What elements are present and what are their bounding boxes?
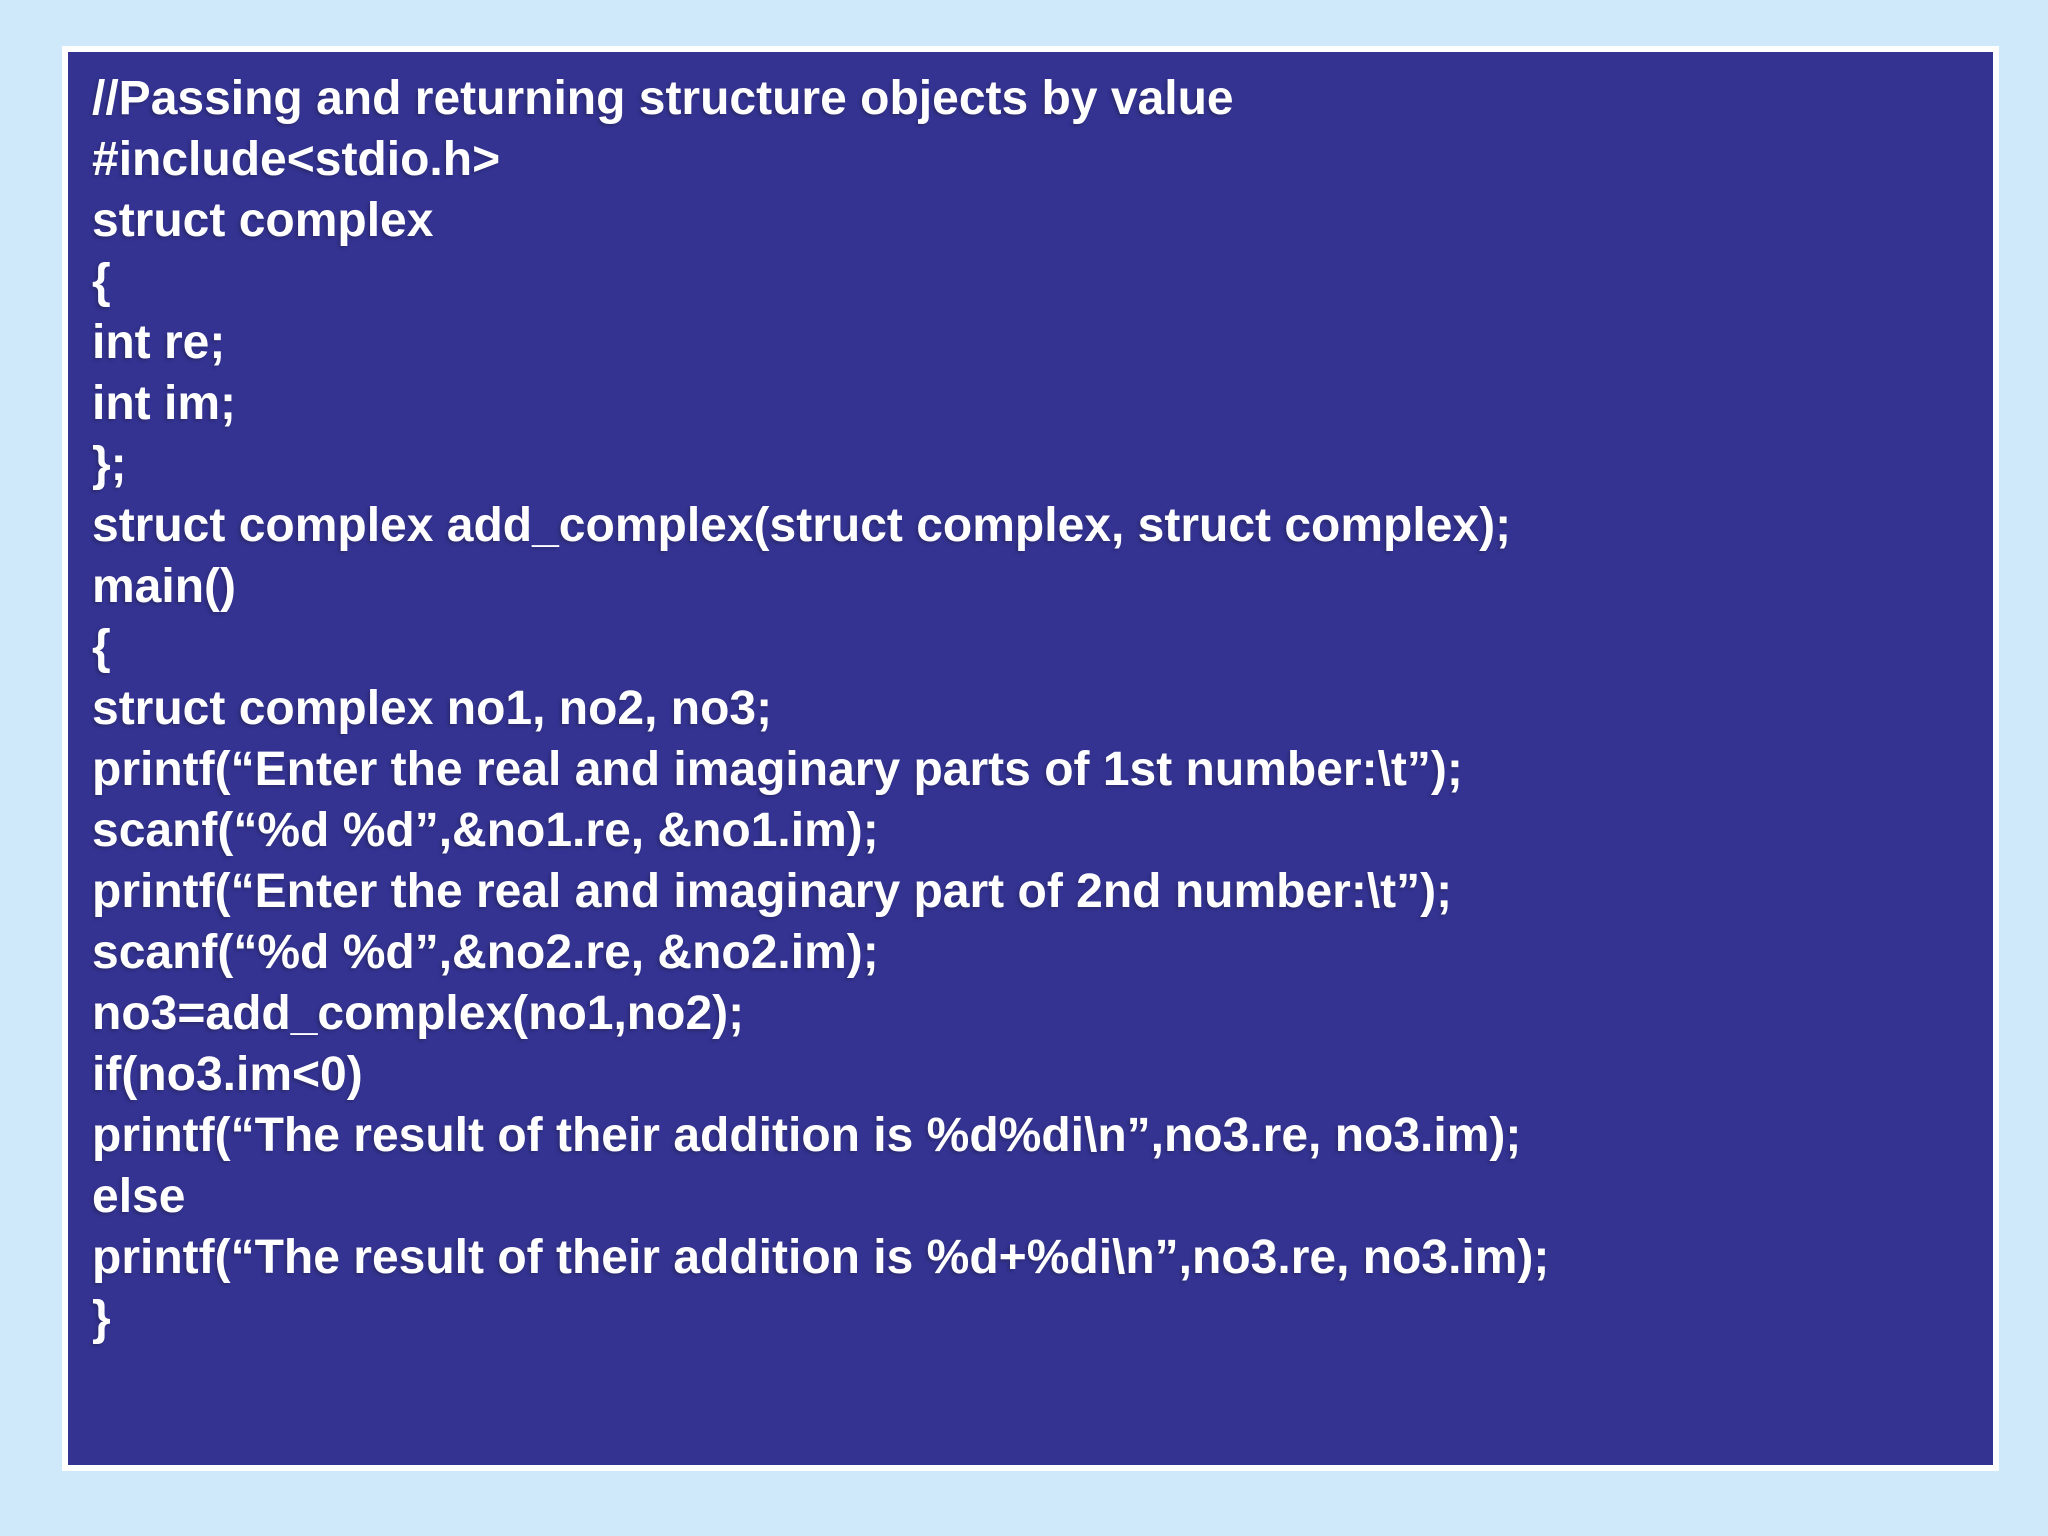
- code-line: {: [92, 621, 111, 674]
- code-line: int im;: [92, 377, 236, 430]
- code-line: int re;: [92, 316, 226, 369]
- code-line: if(no3.im<0): [92, 1048, 363, 1101]
- code-line: printf(“Enter the real and imaginary par…: [92, 743, 1463, 796]
- code-line: printf(“The result of their addition is …: [92, 1109, 1522, 1162]
- code-line: #include<stdio.h>: [92, 133, 501, 186]
- code-line: else: [92, 1170, 186, 1223]
- code-line: printf(“Enter the real and imaginary par…: [92, 865, 1453, 918]
- code-line: no3=add_complex(no1,no2);: [92, 987, 745, 1040]
- code-line: }: [92, 1292, 111, 1345]
- code-panel: //Passing and returning structure object…: [62, 46, 1999, 1471]
- code-line: scanf(“%d %d”,&no1.re, &no1.im);: [92, 804, 879, 857]
- code-line: struct complex add_complex(struct comple…: [92, 499, 1512, 552]
- code-line: };: [92, 438, 127, 491]
- code-line: scanf(“%d %d”,&no2.re, &no2.im);: [92, 926, 879, 979]
- code-line: //Passing and returning structure object…: [92, 72, 1234, 125]
- code-line: struct complex no1, no2, no3;: [92, 682, 773, 735]
- code-block: //Passing and returning structure object…: [68, 52, 1993, 1365]
- code-line: {: [92, 255, 111, 308]
- code-line: main(): [92, 560, 236, 613]
- code-line: struct complex: [92, 194, 434, 247]
- code-line: printf(“The result of their addition is …: [92, 1231, 1550, 1284]
